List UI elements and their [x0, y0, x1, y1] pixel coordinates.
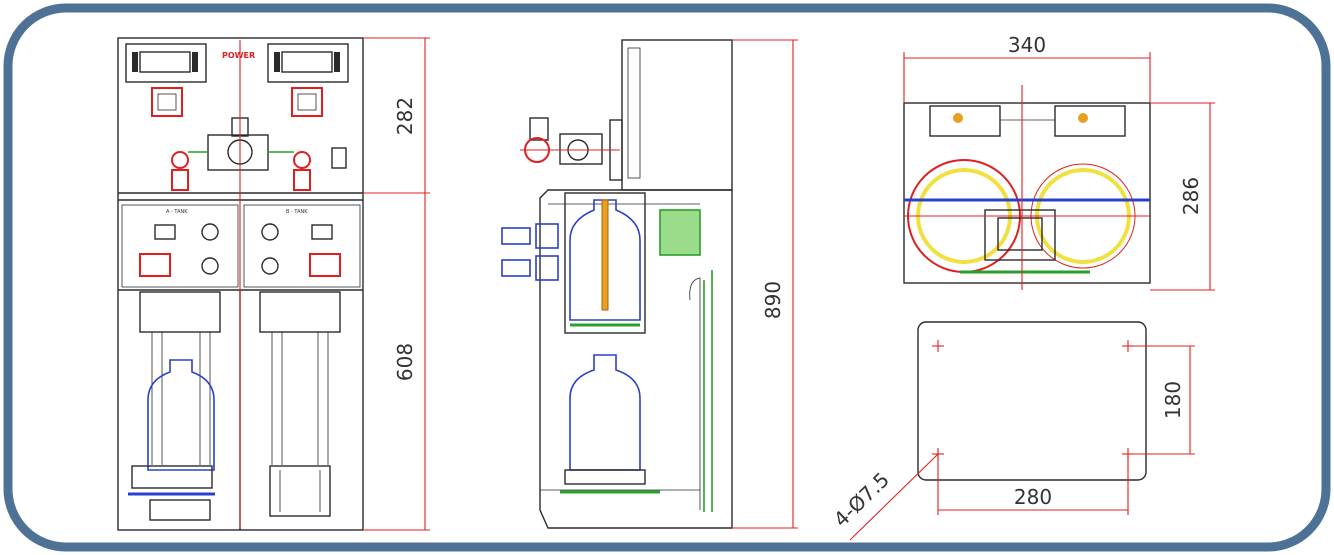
side-valve — [520, 117, 620, 165]
control-panel: A - TANK B - TANK — [121, 204, 361, 288]
gauge-a-label: A - TANK — [166, 209, 188, 215]
front-dim-lower: 608 — [393, 343, 417, 381]
counter-left — [151, 87, 183, 117]
base-dim-x: 280 — [1014, 485, 1052, 509]
top-regulator — [984, 209, 1056, 261]
front-dim-upper: 282 — [393, 97, 417, 135]
gas-cylinder-side-lower — [569, 354, 641, 471]
front-dimensions: 282 608 — [363, 37, 430, 531]
counter-right — [291, 87, 323, 117]
manifold-assembly — [171, 117, 311, 191]
base-plate-outline — [917, 321, 1147, 481]
top-outline — [903, 102, 1151, 284]
base-hole-callout: 4-Ø7.5 — [829, 467, 894, 531]
gas-cylinder-front-left — [147, 359, 215, 471]
side-circuit-board — [659, 209, 701, 256]
top-dim-depth: 286 — [1179, 177, 1203, 215]
gauge-b-label: B - TANK — [286, 209, 308, 215]
drawing-frame — [3, 3, 1331, 552]
top-view: 340 286 — [903, 33, 1215, 291]
cylinder-compartment-right — [259, 291, 341, 517]
side-view: 890 — [501, 39, 798, 529]
brand-label: POWER — [222, 51, 255, 60]
display-panel-right — [267, 43, 349, 83]
side-tank-rack — [564, 192, 646, 334]
cylinder-compartment-left — [128, 291, 221, 521]
side-upper-cabinet — [621, 39, 733, 191]
front-view: POWER A - TANK B - TANK — [117, 37, 430, 531]
gas-cylinder-side-upper — [569, 199, 641, 321]
power-switch — [331, 147, 347, 169]
base-view: 180 280 4-Ø7.5 — [829, 321, 1195, 541]
side-connectors — [501, 223, 559, 281]
top-dim-width: 340 — [1008, 33, 1046, 57]
side-lower-cabinet — [539, 189, 733, 529]
display-panel-left — [125, 43, 207, 83]
side-dim-height: 890 — [761, 281, 785, 319]
base-dim-y: 180 — [1161, 381, 1185, 419]
mounting-holes — [932, 340, 1134, 460]
side-pipe — [703, 270, 713, 512]
